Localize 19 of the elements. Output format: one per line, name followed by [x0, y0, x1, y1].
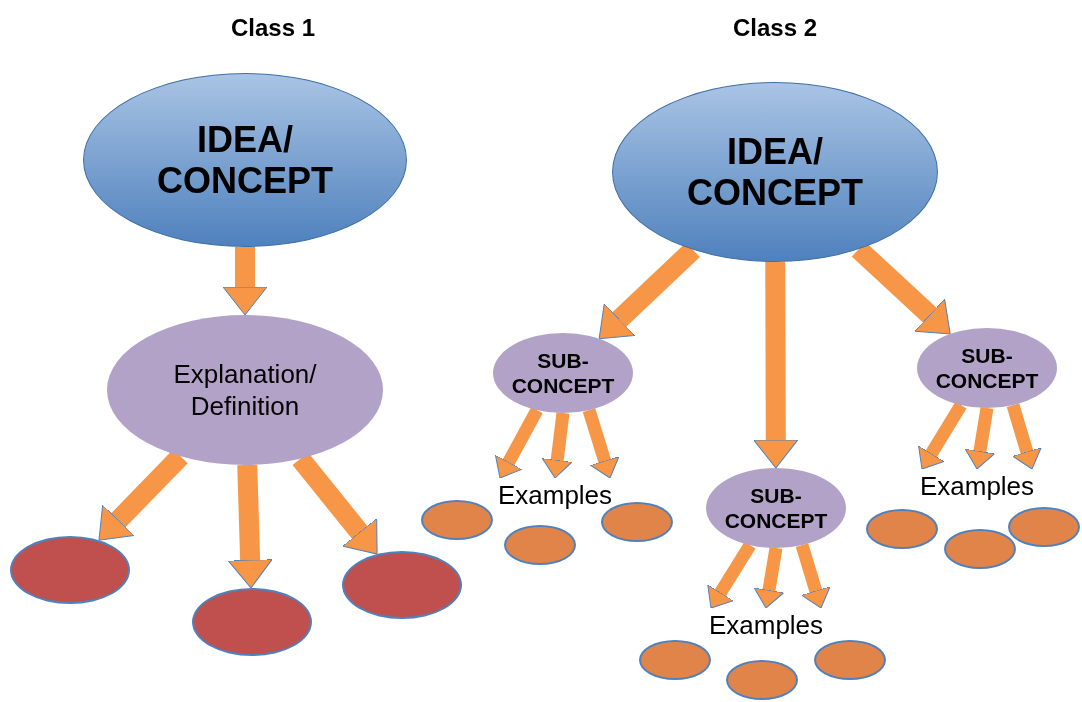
node-text: IDEA/ CONCEPT	[156, 118, 334, 202]
block-arrow	[222, 247, 268, 316]
class-heading: Class 2	[733, 13, 818, 43]
block-arrow	[795, 543, 831, 610]
class-heading: Class 1	[231, 13, 316, 43]
example-ellipse	[1008, 507, 1080, 547]
node-text: Examples	[919, 473, 1035, 499]
node-text: SUB-CONCEPT	[723, 482, 829, 534]
block-arrow	[1006, 403, 1042, 471]
node-text: SUB-CONCEPT	[510, 347, 616, 399]
block-arrow	[227, 464, 273, 589]
example-ellipse	[944, 529, 1016, 569]
node-text: Examples	[497, 482, 613, 508]
node-text: SUB-CONCEPT	[934, 342, 1040, 394]
node-text: Examples	[708, 612, 824, 638]
node-text: Explanation/ Definition	[172, 357, 318, 423]
block-arrow	[582, 408, 620, 480]
block-arrow	[753, 261, 799, 469]
node-text: IDEA/ CONCEPT	[686, 130, 864, 214]
